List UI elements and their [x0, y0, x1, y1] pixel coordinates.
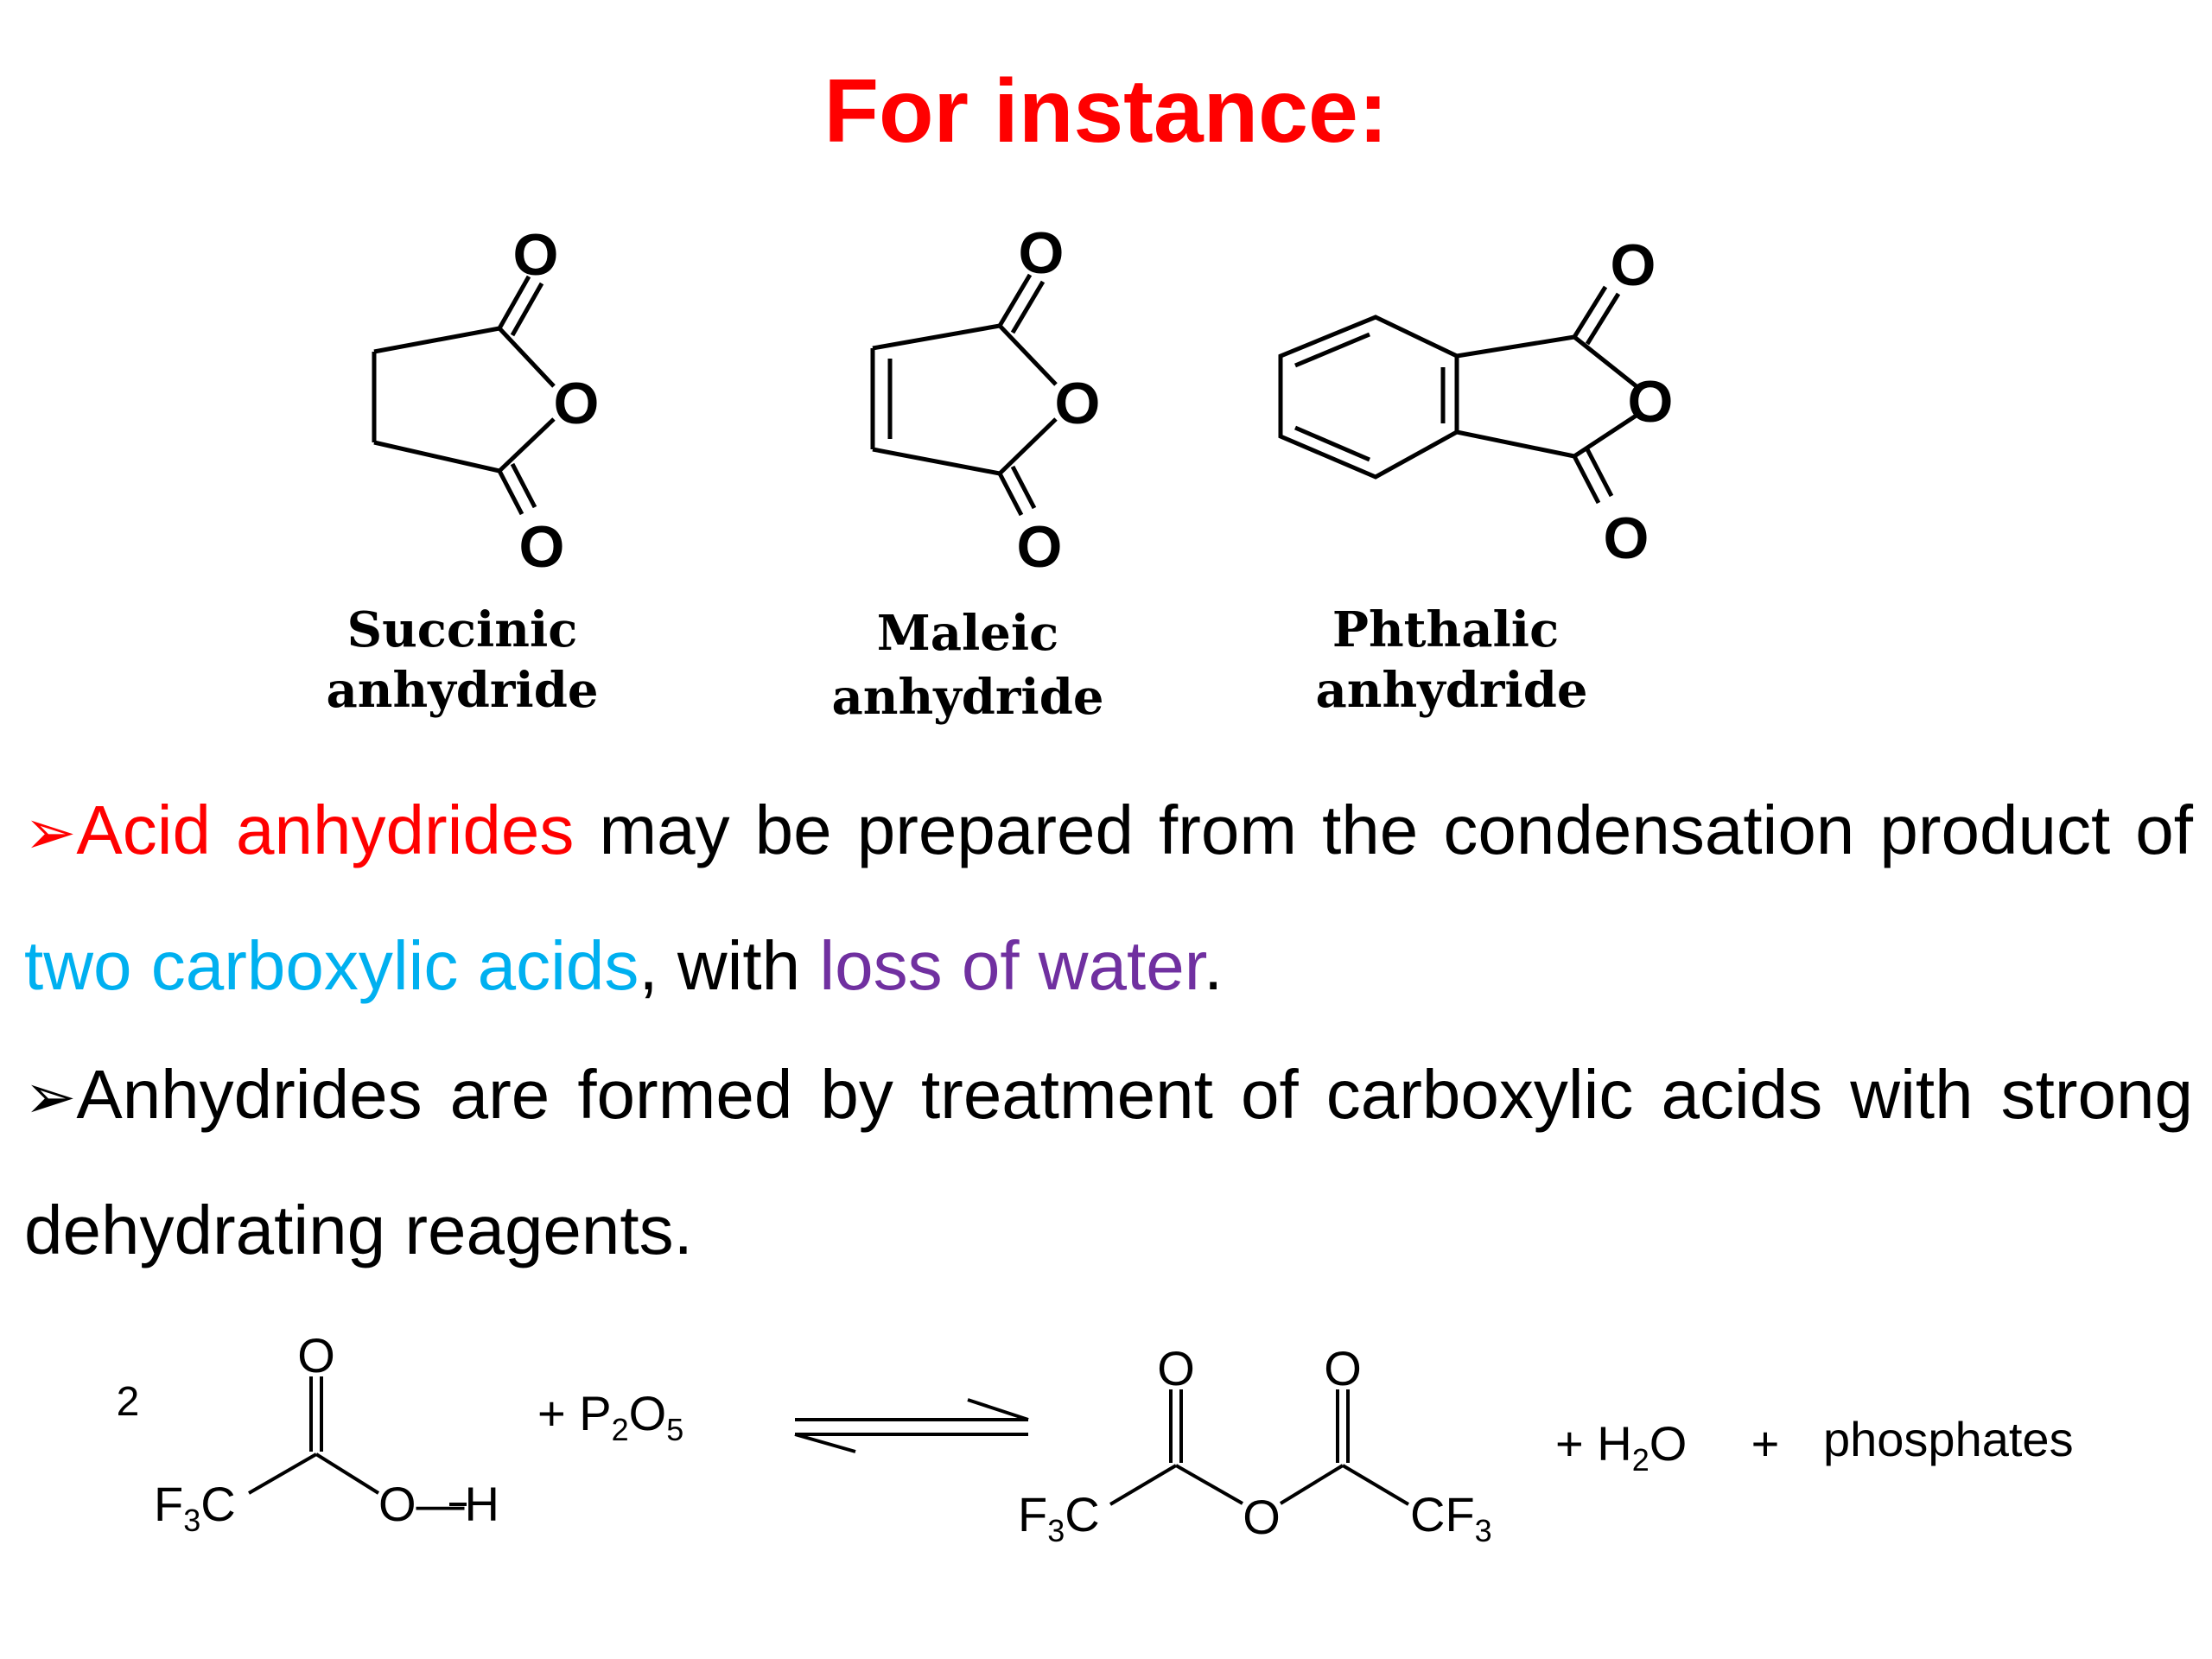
maleic-o-ring: O	[1055, 371, 1101, 436]
succinic-label-line2: anhydride	[327, 662, 599, 719]
succinic-label-line1: Succinic	[347, 601, 578, 658]
succinic-o-bottom: O	[519, 514, 565, 580]
slide-title: For instance:	[823, 61, 1389, 162]
product-h2o: + H2O	[1555, 1416, 1687, 1478]
product-plus: +	[1751, 1416, 1780, 1471]
anhydride-bridge-o: O	[1243, 1490, 1281, 1544]
maleic-label-line1: Maleic	[877, 605, 1059, 662]
bullet-paragraph-2: ➢Anhydrides are formed by treatment of c…	[24, 1028, 2193, 1296]
succinic-anhydride-structure	[372, 275, 556, 516]
highlight-two-carboxylic-acids: two carboxylic acids	[24, 927, 639, 1004]
phthalic-anhydride-structure	[1278, 285, 1639, 505]
anhydride-o-left: O	[1157, 1341, 1195, 1395]
bullet-arrow-icon: ➢	[24, 1063, 77, 1132]
acid-f3c: F3C	[154, 1477, 236, 1538]
phthalic-o-ring: O	[1628, 369, 1674, 435]
product-phosphates: phosphates	[1823, 1412, 2074, 1466]
anhydride-cf3: CF3	[1410, 1487, 1492, 1548]
succinic-o-top: O	[513, 222, 559, 288]
anhydride-f3c: F3C	[1018, 1487, 1100, 1548]
equilibrium-arrows-icon	[794, 1398, 1029, 1453]
phthalic-o-bottom: O	[1604, 505, 1649, 571]
reaction-coefficient: 2	[117, 1379, 140, 1425]
acid-bonds	[248, 1376, 467, 1506]
phthalic-label-line2: anhydride	[1316, 662, 1588, 719]
acid-hydroxyl: O—H	[378, 1477, 499, 1531]
anhydride-o-right: O	[1324, 1341, 1362, 1395]
bullet-1-text-b: , with	[639, 927, 820, 1004]
bullet-paragraph-1: ➢Acid anhydrides may be prepared from th…	[24, 764, 2193, 1032]
highlight-loss-of-water: loss of water	[819, 927, 1204, 1004]
anhydride-bonds	[1109, 1389, 1410, 1506]
bullet-2-text: Anhydrides are formed by treatment of ca…	[24, 1056, 2193, 1268]
bullet-1-text-a: may be prepared from the condensation pr…	[574, 791, 2193, 868]
bullet-1-end: .	[1203, 927, 1224, 1004]
highlight-acid-anhydrides: Acid anhydrides	[76, 791, 575, 868]
bullet-arrow-icon: ➢	[24, 798, 77, 868]
maleic-o-top: O	[1019, 220, 1065, 286]
phthalic-o-top: O	[1611, 232, 1656, 298]
reaction-equation: 2 O F3C O—H + P2O5 O O	[117, 1328, 2074, 1548]
maleic-o-bottom: O	[1017, 514, 1063, 580]
reagent-p2o5: + P2O5	[537, 1386, 683, 1447]
maleic-anhydride-structure	[870, 273, 1058, 517]
phthalic-label-line1: Phthalic	[1332, 601, 1559, 658]
succinic-o-ring: O	[554, 371, 600, 436]
maleic-label-line2: anhydride	[832, 669, 1104, 726]
acid-carbonyl-o: O	[297, 1328, 335, 1382]
